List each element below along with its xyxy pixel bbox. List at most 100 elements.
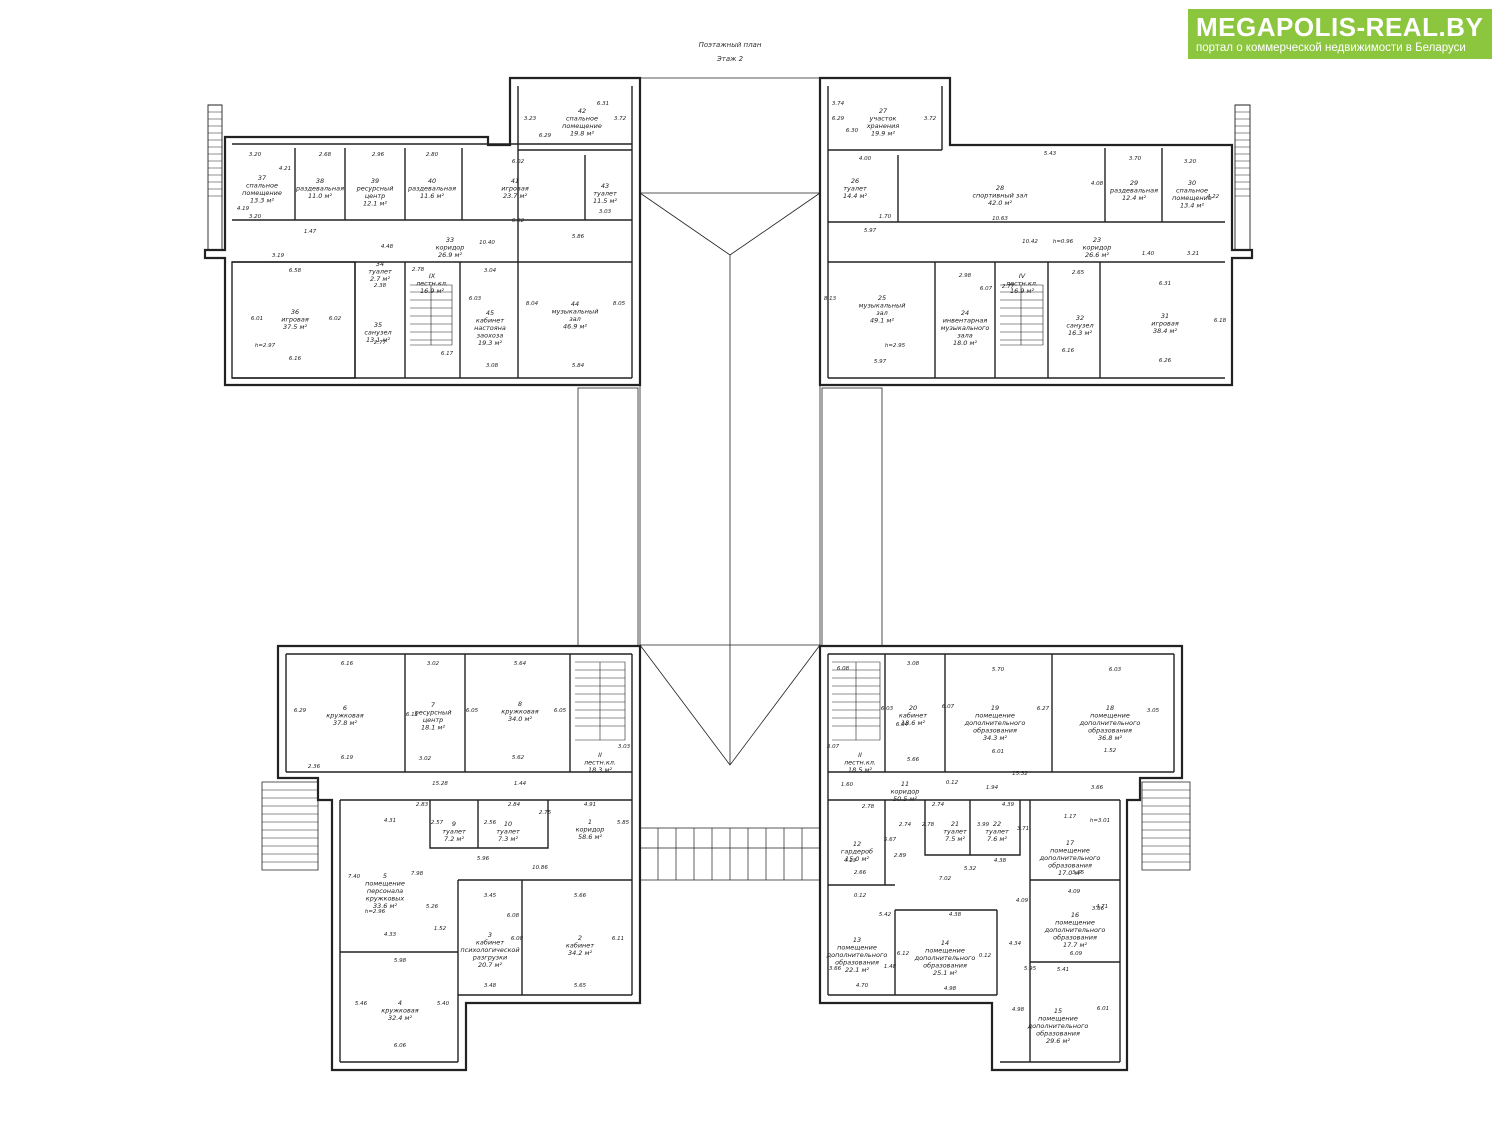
dimension-label: 6.02 [512,218,525,224]
dimension-label: 4.98 [1012,1007,1025,1013]
dimension-label: 4.71 [1096,904,1108,910]
dimension-label: 3.05 [1147,708,1160,714]
dimension-label: 2.78 [922,822,935,828]
dimension-label: 4.70 [856,983,869,989]
dimension-label: 5.40 [437,1001,450,1007]
dimension-label: 4.91 [584,802,596,808]
dimension-label: 5.86 [572,234,585,240]
dimension-label: 4.34 [1009,941,1022,947]
dimension-label: 3.02 [419,756,432,762]
dimension-label: 3.74 [832,101,845,107]
dimension-label: 4.38 [949,912,962,918]
dimension-label: 4.39 [1002,802,1015,808]
dimension-label: 6.02 [329,316,342,322]
dimension-label: 2.36 [308,764,321,770]
dimension-label: 6.30 [846,128,859,134]
dimension-label: 10.40 [479,240,495,246]
dimension-label: 8.05 [613,301,626,307]
dimension-label: 15.32 [1012,771,1028,777]
dimension-label: 4.21 [279,166,291,172]
dimension-label: 3.66 [829,966,842,972]
dimension-label: 2.78 [412,267,425,273]
dimension-label: 6.31 [597,101,609,107]
dimension-label: 7.40 [348,874,361,880]
dimension-label: 8.04 [526,301,539,307]
dimension-label: 1.94 [986,785,999,791]
dimension-label: 0.12 [979,953,992,959]
walls [203,76,1254,1072]
dimension-label: 5.62 [512,755,525,761]
dimension-label: 15.28 [432,781,448,787]
dimension-label: 4.31 [384,818,396,824]
dimension-label: 4.08 [1091,181,1104,187]
dimension-label: 6.29 [294,708,307,714]
dimension-label: 4.98 [944,986,957,992]
site-banner[interactable]: MEGAPOLIS-REAL.BY портал о коммерческой … [1188,9,1492,59]
dimension-label: 2.38 [374,283,387,289]
dimension-label: 2.98 [959,273,972,279]
dimension-label: 3.07 [827,744,840,750]
dimension-label: 4.13 [844,858,857,864]
dimension-label: 2.68 [319,152,332,158]
dimension-label: 10.86 [532,865,548,871]
dimension-label: 2.74 [932,802,945,808]
brand-name[interactable]: MEGAPOLIS-REAL.BY [1196,12,1484,42]
dimension-label: 2.65 [1072,270,1085,276]
dimension-label: 6.08 [837,666,850,672]
dimension-label: 6.29 [539,133,552,139]
dimension-label: 6.16 [1062,348,1075,354]
dimension-label: 3.66 [1092,906,1105,912]
dimension-label: 0.12 [854,893,867,899]
dimension-label: 3.04 [484,268,497,274]
dimension-label: 2.89 [894,853,907,859]
dimension-label: 2.77 [1002,284,1015,290]
dimension-label: 5.66 [907,757,920,763]
dimension-label: 6.01 [992,749,1004,755]
dimension-label: 6.05 [554,708,567,714]
dimension-label: 3.19 [272,253,285,259]
dimension-label: h=2.95 [885,343,906,349]
dimension-label: 6.07 [980,286,993,292]
dimension-label: 2.75 [539,810,552,816]
dimension-label: 6.07 [942,704,955,710]
dimension-label: 3.08 [907,661,920,667]
dimension-label: 4.19 [237,206,250,212]
dimension-label: 5.70 [992,667,1005,673]
dimension-label: 5.97 [864,228,877,234]
dimension-label: 6.16 [341,661,354,667]
dimension-label: 6.01 [1097,1006,1109,1012]
dimension-label: 5.41 [1057,967,1069,973]
dimension-label: 5.85 [617,820,630,826]
dimension-label: 3.03 [618,744,631,750]
dimension-label: 0.12 [946,780,959,786]
dimension-label: 5.66 [574,893,587,899]
dimension-label: 1.40 [1142,251,1155,257]
dimension-label: 4.48 [381,244,394,250]
dimension-label: 6.58 [289,268,302,274]
dimension-label: 4.09 [1068,889,1081,895]
dimension-label: 7.98 [411,871,424,877]
dimension-label: 3.71 [1017,826,1029,832]
dimension-label: 2.84 [508,802,521,808]
dimension-label: 2.66 [854,870,867,876]
